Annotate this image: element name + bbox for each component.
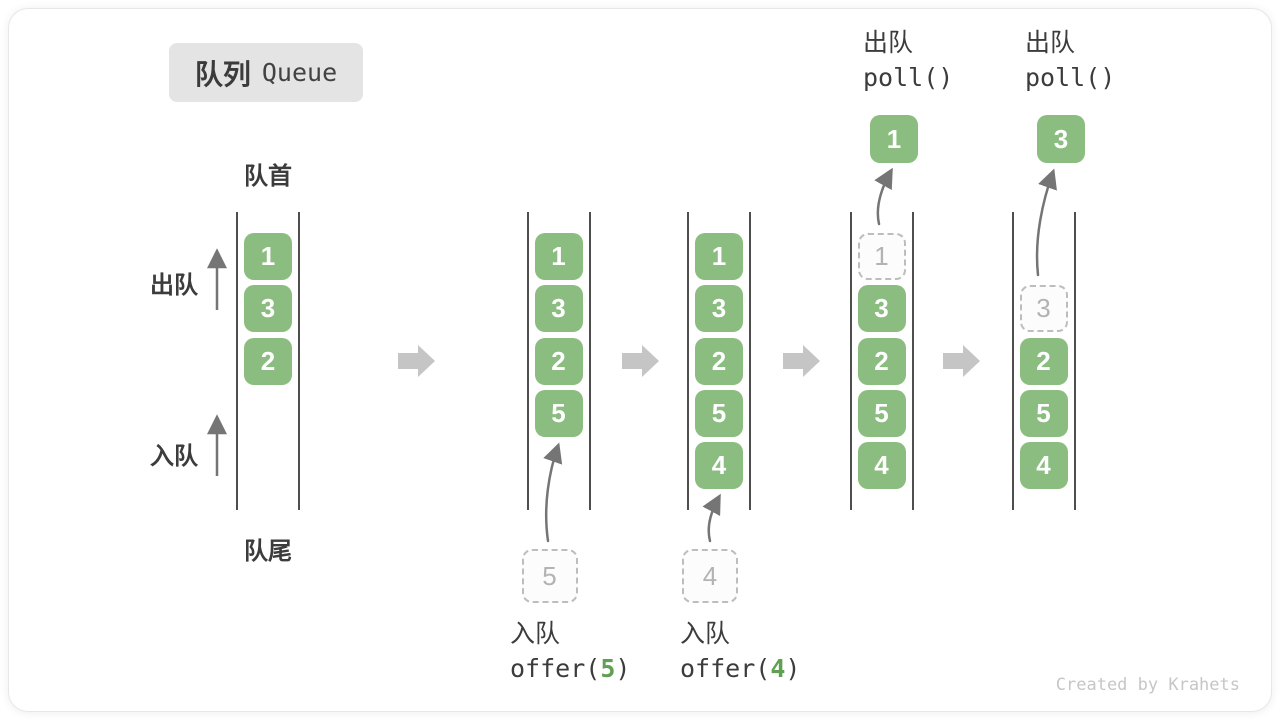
queue-item-box: 5 [1019,390,1068,437]
dequeue-op-text: 出队 poll() [1025,26,1115,95]
op-code-text: offer( [680,654,771,683]
queue-item-box-removed: 3 [1019,285,1068,332]
queue-item-box: 3 [534,285,583,332]
queue-item-box: 5 [695,390,743,437]
diagram-card [8,8,1272,712]
queue-item-box: 3 [857,285,906,332]
enqueue-op-text: 入队 offer(5) [510,617,630,686]
queue-channel [849,212,914,510]
pending-item-box: 4 [682,549,738,603]
queue-rear-label: 队尾 [244,538,292,565]
queue-title-zh: 队列 [194,58,251,90]
dequeue-op-label: 出队 [863,29,914,57]
queue-item-box: 4 [1019,442,1068,489]
queue-item-box: 2 [1019,338,1068,385]
enqueue-side-label: 入队 [150,443,198,470]
queue-channel [236,212,300,510]
dequeue-side-label: 出队 [150,272,198,299]
op-code-text: poll() [863,63,954,92]
queue-front-label: 队首 [244,163,292,190]
queue-channel [687,212,751,510]
dequeue-op-code: poll() [863,60,953,95]
queue-item-box: 2 [857,338,906,385]
enqueue-op-label: 入队 [680,620,731,648]
op-code-text: poll() [1025,63,1116,92]
queue-item-box: 1 [534,233,583,280]
queue-item-box: 4 [695,442,743,489]
queue-item-box-removed: 1 [857,233,906,280]
queue-item-box: 1 [244,233,292,280]
enqueue-op-label: 入队 [510,620,561,648]
queue-item-box: 2 [244,338,292,385]
queue-channel [526,212,591,510]
queue-item-box: 4 [857,442,906,489]
op-code-text: ) [615,654,631,683]
result-item-box: 3 [1037,115,1085,163]
dequeue-op-code: poll() [1025,60,1115,95]
queue-item-box: 5 [534,390,583,437]
dequeue-op-label: 出队 [1025,29,1076,57]
queue-item-box: 2 [695,338,743,385]
queue-item-box: 2 [534,338,583,385]
pending-item-box: 5 [521,549,578,603]
dequeue-op-text: 出队 poll() [863,26,953,95]
queue-item-box: 1 [695,233,743,280]
queue-title-en: Queue [261,58,338,87]
enqueue-op-code: offer(5) [510,651,630,686]
op-code-argument: 4 [770,654,786,683]
result-item-box: 1 [870,115,918,163]
enqueue-op-code: offer(4) [680,651,800,686]
op-code-text: offer( [510,654,601,683]
watermark: Created by Krahets [1055,675,1240,695]
queue-item-box: 3 [695,285,743,332]
op-code-argument: 5 [600,654,616,683]
op-code-text: ) [785,654,801,683]
queue-title: 队列 Queue [169,43,363,102]
queue-channel [1011,212,1076,510]
queue-item-box: 3 [244,285,292,332]
enqueue-op-text: 入队 offer(4) [680,617,800,686]
queue-item-box: 5 [857,390,906,437]
